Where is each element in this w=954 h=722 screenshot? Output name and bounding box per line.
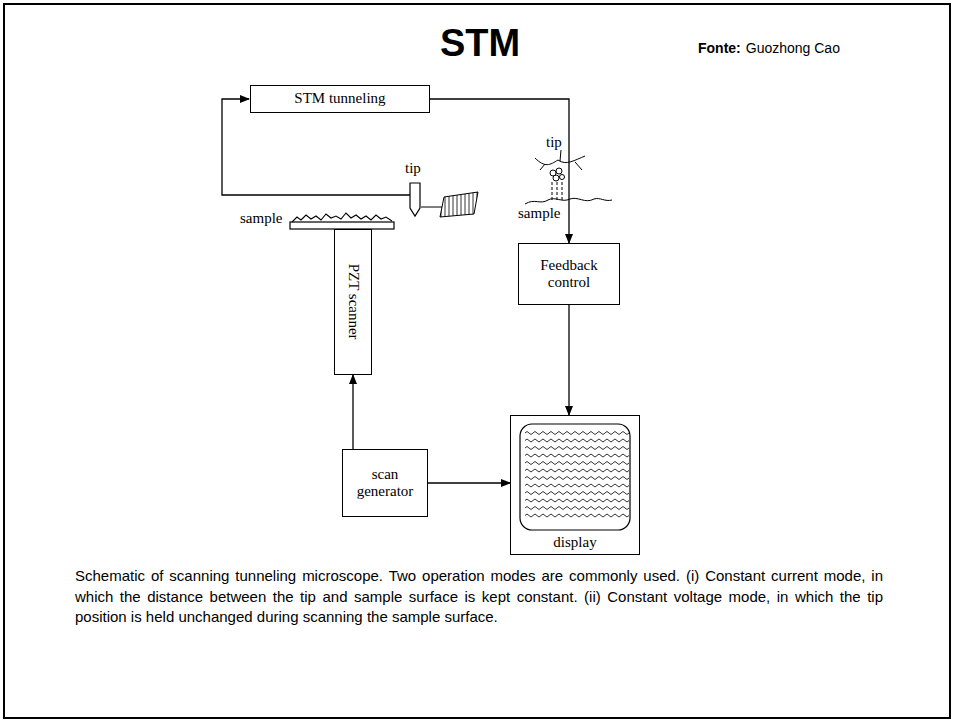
sample-plate (290, 222, 394, 229)
source-line: Fonte: Guozhong Cao (698, 40, 840, 56)
arrow-connector (428, 482, 510, 483)
node-text: scan generator (343, 466, 427, 501)
signal-wire (222, 99, 410, 195)
part-label: tip (546, 134, 562, 151)
hatched-part (440, 192, 478, 217)
arrow-connector (430, 99, 569, 243)
node-text: display (553, 534, 596, 551)
figure-caption: Schematic of scanning tunneling microsco… (75, 566, 883, 628)
slide-title: STM (330, 22, 630, 65)
node-text: PZT scanner (344, 264, 361, 340)
arrow-connector (568, 305, 569, 415)
leader-line (421, 207, 442, 208)
part-label: tip (405, 160, 421, 177)
scanner-box: PZT scanner (334, 229, 372, 375)
node-text: STM tunneling (294, 90, 385, 107)
source-author: Guozhong Cao (746, 40, 840, 56)
process-box: STM tunneling (250, 85, 430, 113)
part-label: sample (240, 210, 283, 227)
sample-surface (292, 213, 392, 222)
display-box: display (510, 415, 640, 555)
node-text: Feedback control (519, 257, 619, 292)
part-label: sample (518, 205, 561, 222)
source-prefix: Fonte: (698, 40, 741, 56)
process-box: Feedback control (518, 243, 620, 305)
arrow-connector (352, 375, 353, 449)
process-box: scan generator (342, 449, 428, 517)
tip-symbol (410, 183, 420, 216)
